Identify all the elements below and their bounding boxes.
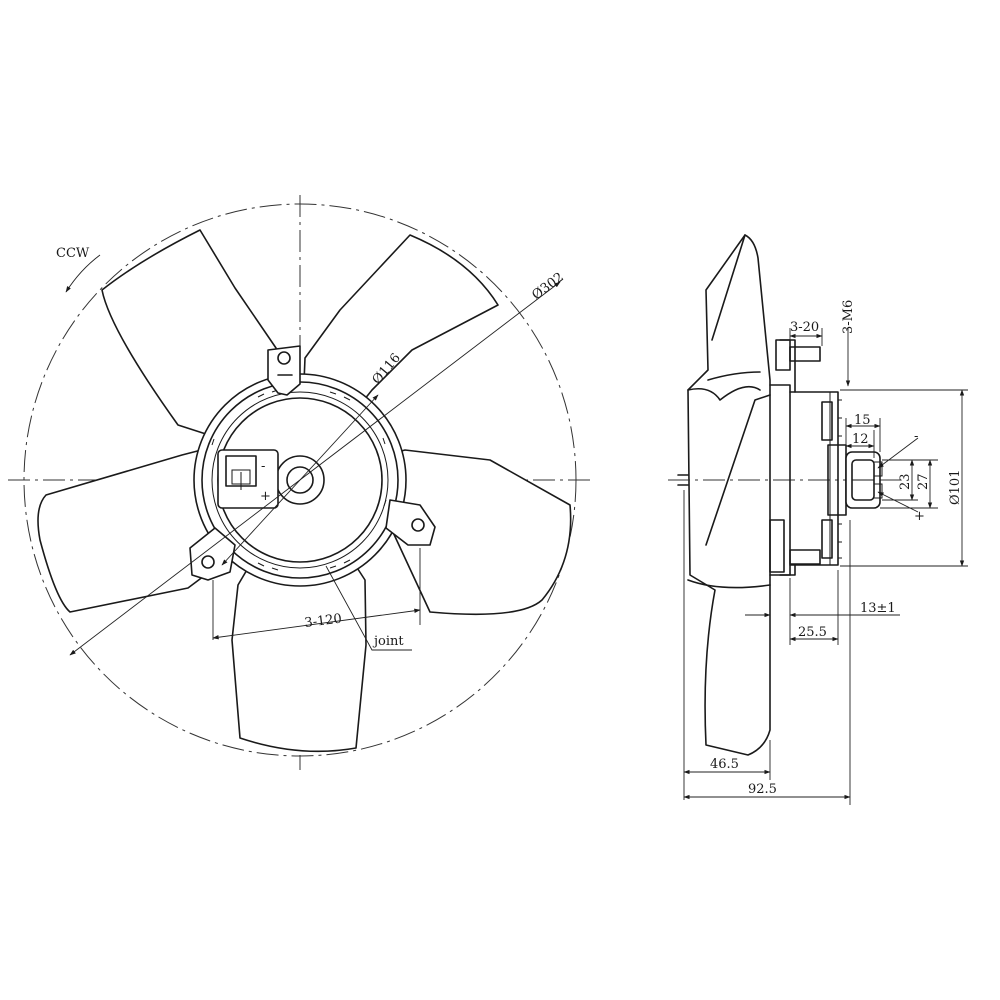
dim-12-label: 12 [852, 432, 869, 447]
dim-25-5-label: 25.5 [798, 625, 827, 640]
dim-46-5-label: 46.5 [710, 757, 739, 772]
side-minus-mark: - [914, 429, 918, 444]
joint-leader [325, 565, 412, 651]
hub-diameter-leader [221, 394, 379, 566]
front-plus-mark: + [260, 489, 271, 504]
dim-27-label: 27 [916, 473, 931, 490]
dim-15-label: 15 [854, 413, 871, 428]
mount-holes-dimension [212, 608, 421, 640]
rotation-arrow [65, 254, 101, 293]
rotation-direction-label: CCW [56, 246, 90, 261]
blade-profile-side [687, 234, 771, 756]
motor-body-side [769, 384, 847, 576]
dim-13-label: 13±1 [860, 601, 896, 616]
dim-92-5-label: 92.5 [748, 782, 777, 797]
connector-front: - + [217, 449, 279, 509]
joint-label: joint [372, 634, 404, 649]
mount-bracket-top [775, 339, 821, 393]
mount-holes-label: 3-120 [304, 612, 343, 631]
dim-23-label: 23 [898, 473, 913, 490]
front-view: - + CCW Ø302 Ø116 3-120 joint [8, 195, 592, 770]
stud-thread-label: 3-M6 [841, 300, 856, 334]
stud-top [789, 346, 821, 362]
front-minus-mark: - [261, 459, 265, 474]
side-view: - + 3-M6 3-20 15 12 23 27 Ø101 [668, 234, 968, 805]
side-plus-mark: + [914, 509, 925, 524]
outer-diameter-label: Ø302 [529, 270, 566, 303]
stud-bottom [789, 549, 821, 565]
mount-bracket-bottom [769, 519, 821, 576]
stud-length-label: 3-20 [790, 320, 819, 335]
motor-diameter-label: Ø101 [948, 470, 963, 505]
connector-side: - + [845, 429, 925, 524]
